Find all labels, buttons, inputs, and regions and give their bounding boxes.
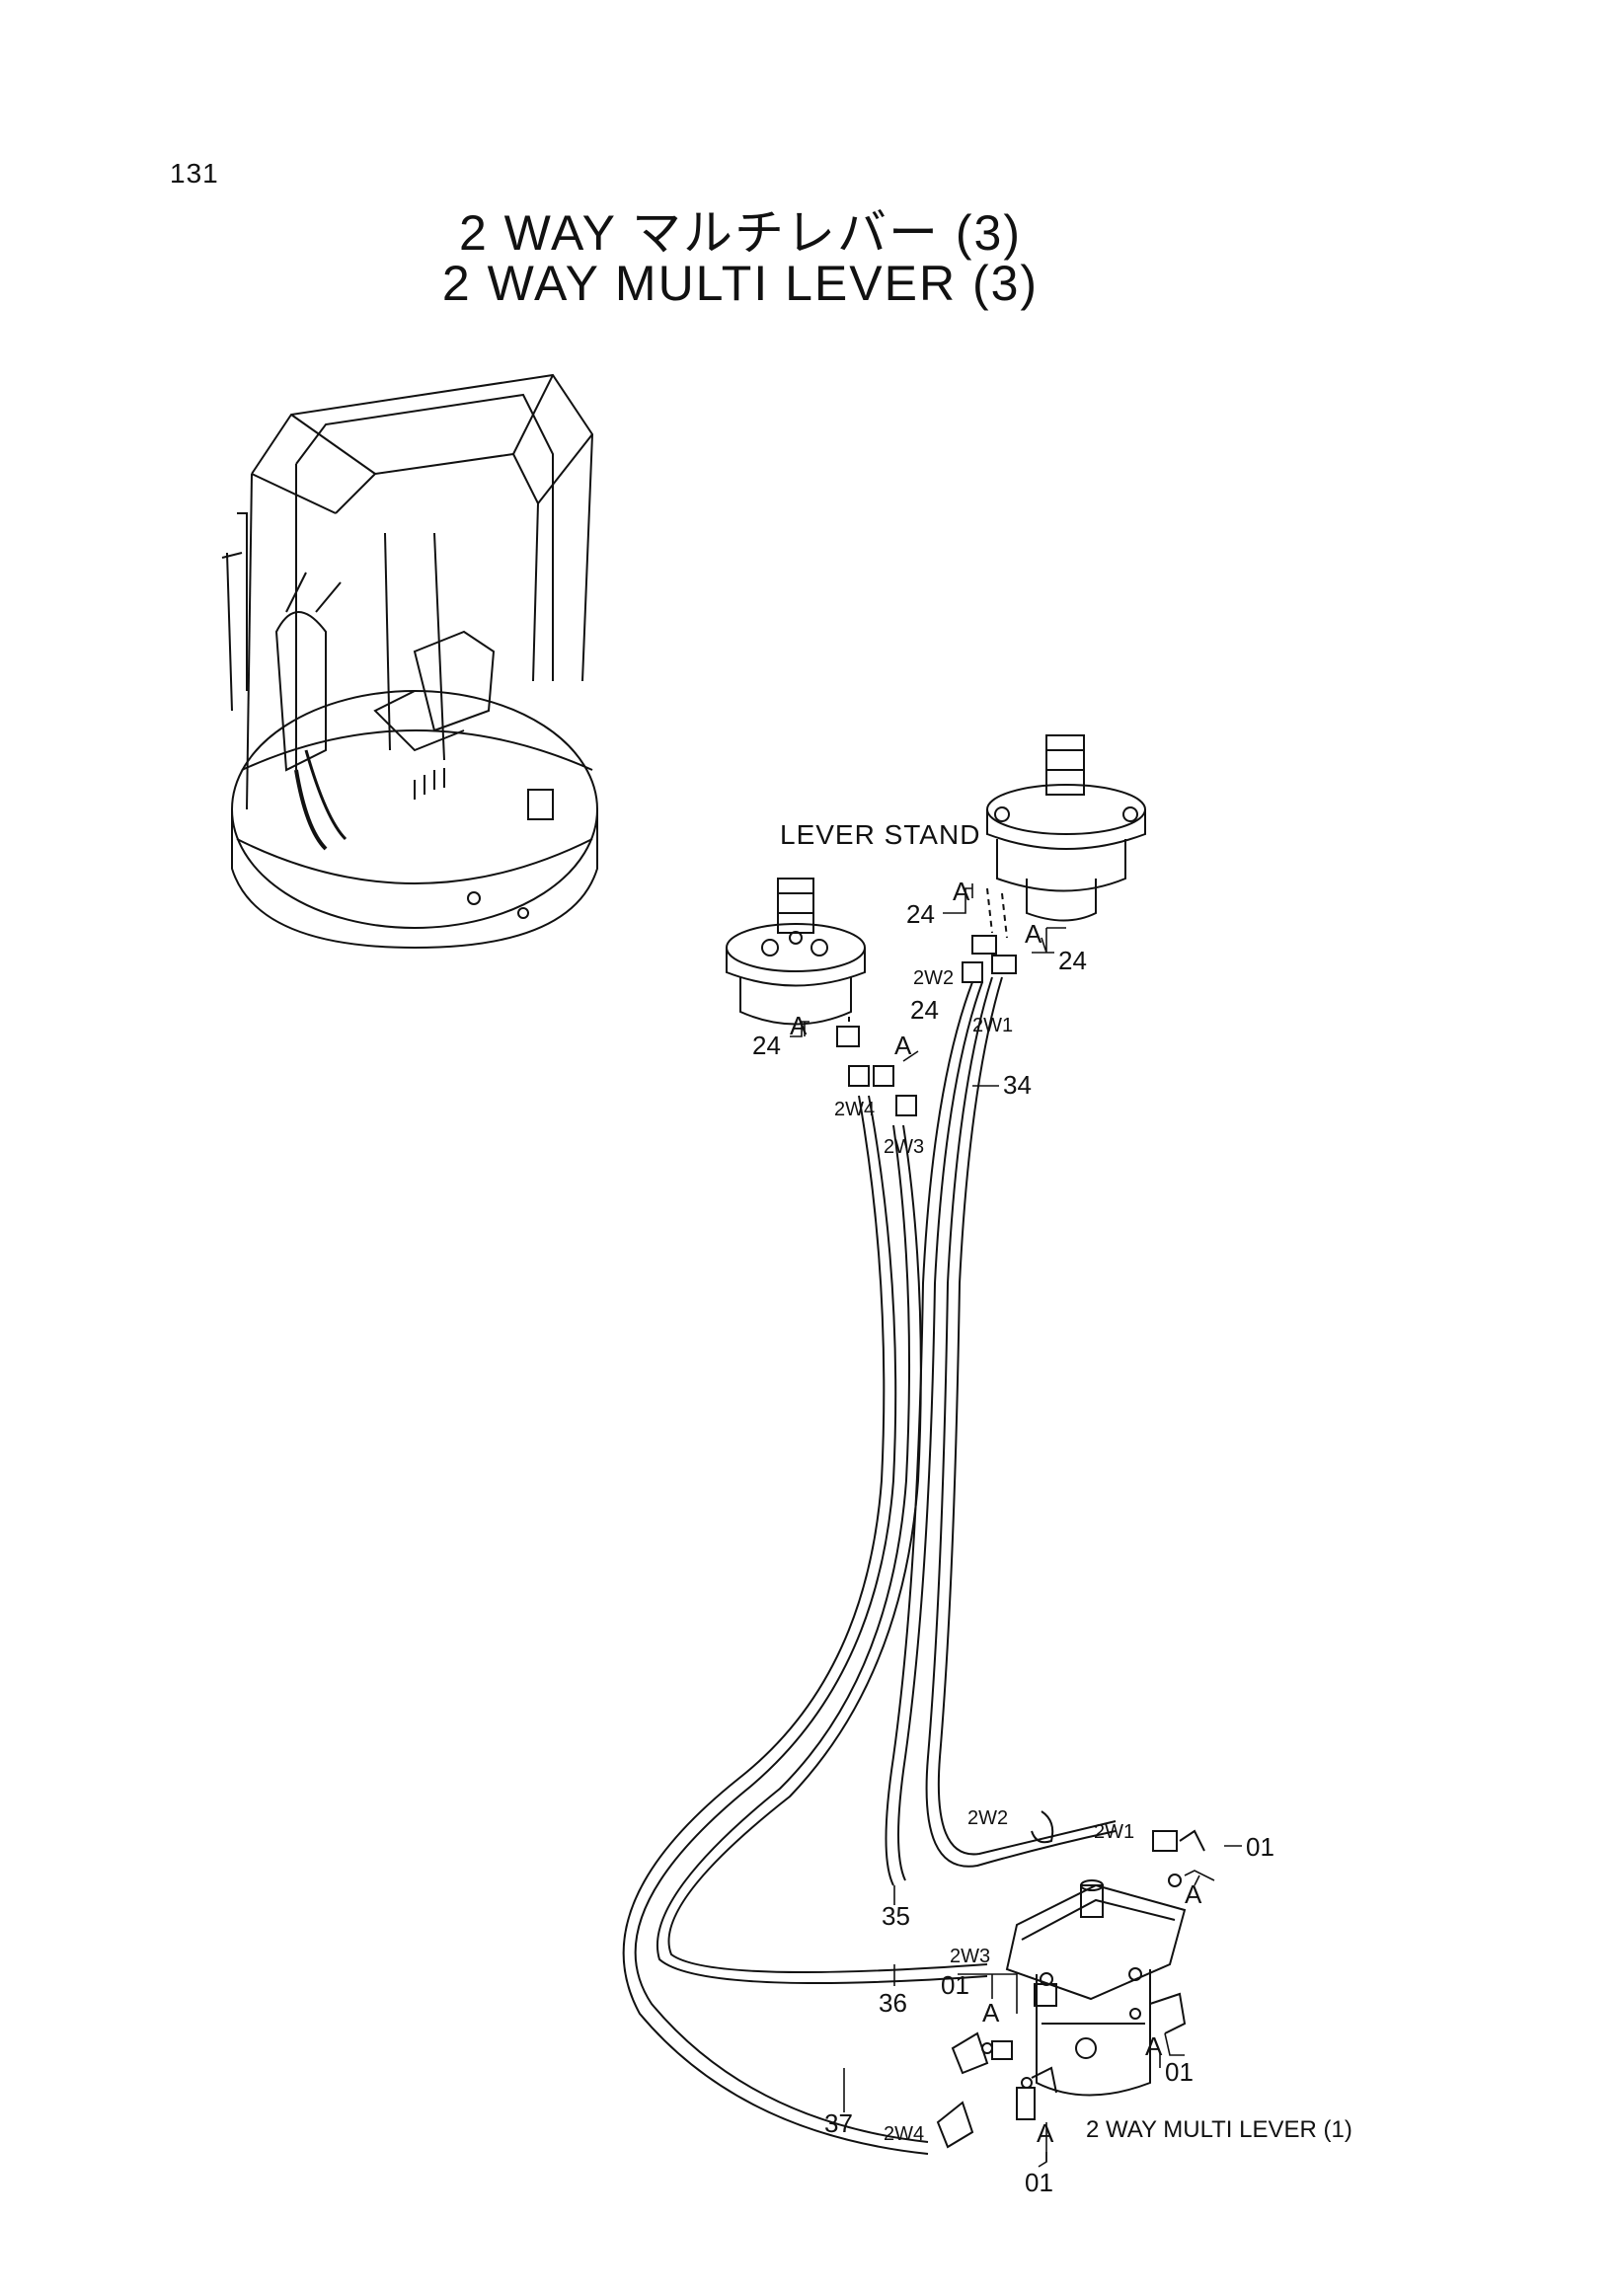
label-multi-lever-ref: 2 WAY MULTI LEVER (1) <box>1086 2116 1352 2143</box>
label-port-2w2-lower: 2W2 <box>967 1807 1008 1829</box>
label-part-35: 35 <box>882 1901 910 1931</box>
label-part-01-2: 01 <box>941 1970 969 2000</box>
label-port-2w1-upper: 2W1 <box>972 1015 1013 1036</box>
label-detail-a-3: A <box>790 1011 808 1040</box>
left-lever-stand-illustration <box>726 878 866 1026</box>
label-port-2w4-upper: 2W4 <box>834 1099 875 1120</box>
label-port-2w3-lower: 2W3 <box>950 1946 990 1967</box>
label-port-2w4-lower: 2W4 <box>884 2123 924 2145</box>
label-detail-a-2: A <box>1025 919 1042 949</box>
label-detail-a-8: A <box>1037 2118 1054 2148</box>
label-detail-a-6: A <box>982 1998 1000 2028</box>
label-port-2w2-upper: 2W2 <box>913 967 954 989</box>
label-port-2w1-lower: 2W1 <box>1094 1821 1134 1843</box>
label-part-01-3: 01 <box>1165 2057 1194 2087</box>
page-title-english: 2 WAY MULTI LEVER (3) <box>441 256 1040 311</box>
multi-lever-valve-illustration <box>1005 1829 1205 2097</box>
upper-right-fittings <box>962 887 1017 983</box>
leader-lines <box>790 883 1242 2168</box>
label-detail-a-4: A <box>894 1031 912 1060</box>
label-detail-a-1: A <box>953 877 970 906</box>
label-part-01-4: 01 <box>1025 2168 1053 2197</box>
label-part-24-2: 24 <box>1058 946 1087 975</box>
label-lever-stand: LEVER STAND <box>780 819 980 850</box>
label-part-24-3: 24 <box>910 995 939 1025</box>
label-port-2w3-upper: 2W3 <box>884 1136 924 1158</box>
right-lever-stand-illustration <box>986 734 1146 922</box>
label-part-37: 37 <box>824 2108 853 2138</box>
label-part-01-1: 01 <box>1246 1832 1274 1862</box>
page-title-japanese: 2 WAY マルチレバー (3) <box>458 205 1022 261</box>
label-part-36: 36 <box>879 1988 907 2018</box>
machine-overview-illustration <box>221 373 598 950</box>
upper-left-fittings <box>836 1017 917 1116</box>
label-detail-a-7: A <box>1145 2031 1163 2061</box>
lower-fittings <box>936 1810 1182 2149</box>
label-part-34: 34 <box>1003 1070 1032 1100</box>
hose-bundle <box>622 976 1117 2155</box>
page-number: 131 <box>170 158 219 189</box>
label-part-24-1: 24 <box>906 899 935 929</box>
label-detail-a-5: A <box>1185 1879 1202 1909</box>
label-part-24-4: 24 <box>752 1031 781 1060</box>
